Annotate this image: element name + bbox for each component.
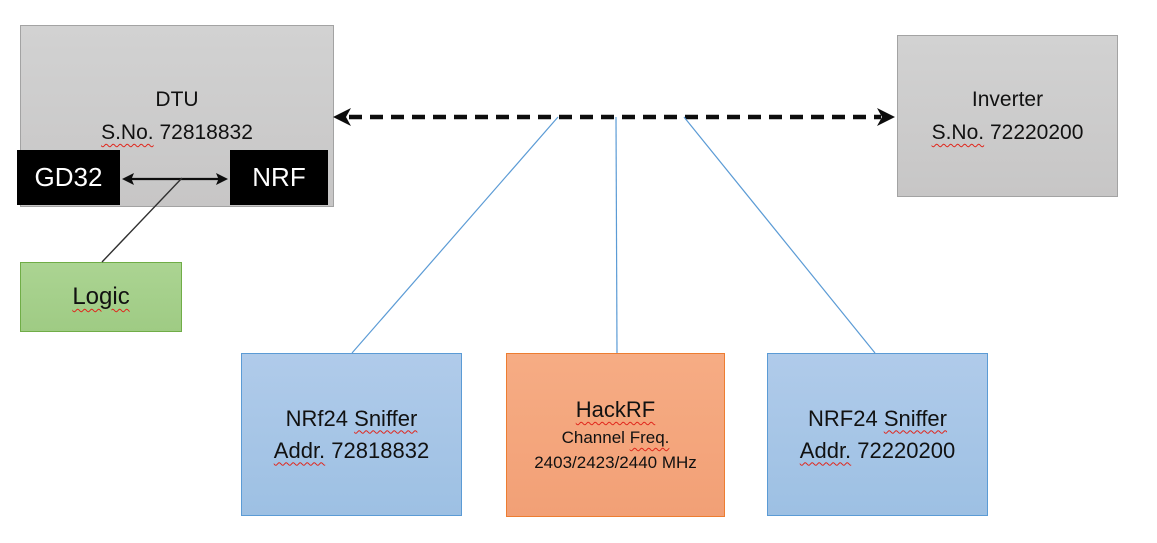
gd32-label: GD32 <box>34 162 103 192</box>
hackrf-channel-line: Channel Freq. <box>562 425 670 450</box>
dashed-arrowhead-left-icon <box>333 108 351 126</box>
hackrf-freq-word: Freq. <box>629 428 670 447</box>
sniffer-left-box: NRf24 Sniffer Addr. 72818832 <box>241 353 462 516</box>
hackrf-box: HackRF Channel Freq. 2403/2423/2440 MHz <box>506 353 725 517</box>
sniffer-left-addr: Addr. 72818832 <box>274 435 429 467</box>
sniffer-left-name-prefix: NRf24 <box>285 405 349 431</box>
gd32-box: GD32 <box>17 150 120 205</box>
dtu-serial-number: 72818832 <box>159 121 253 144</box>
sniffer-right-name-prefix: NRF24 <box>808 405 878 431</box>
dtu-serial-word: S.No. <box>101 121 154 144</box>
inverter-title: Inverter <box>971 88 1044 111</box>
sniffer-left-name: NRf24 Sniffer <box>286 403 418 435</box>
dtu-serial: S.No. 72818832 <box>101 116 253 149</box>
sniffer-right-box: NRF24 Sniffer Addr. 72220200 <box>767 353 988 516</box>
logic-box: Logic <box>20 262 182 332</box>
hackrf-title: HackRF <box>575 397 656 422</box>
dashed-arrowhead-right-icon <box>877 108 895 126</box>
sniffer-right-addr: Addr. 72220200 <box>800 435 955 467</box>
inverter-serial-number: 72220200 <box>989 121 1084 144</box>
hackrf-channel-word: Channel <box>561 428 625 447</box>
hackrf-link <box>615 116 618 354</box>
sniffer-left-name-word: Sniffer <box>354 405 418 431</box>
sniffer-left-addr-word: Addr. <box>273 437 326 463</box>
inverter-serial-word: S.No. <box>931 121 985 144</box>
inverter-box: Inverter S.No. 72220200 <box>897 35 1118 197</box>
dtu-title: DTU <box>155 88 199 111</box>
inverter-serial: S.No. 72220200 <box>932 116 1084 149</box>
sniffer-left-link <box>351 116 559 354</box>
nrf-box: NRF <box>230 150 328 205</box>
hackrf-freq-values: 2403/2423/2440 MHz <box>534 453 697 472</box>
logic-label: Logic <box>72 283 130 310</box>
sniffer-left-addr-number: 72818832 <box>331 437 430 463</box>
sniffer-right-addr-word: Addr. <box>799 437 852 463</box>
nrf-label: NRF <box>252 162 306 192</box>
sniffer-right-name: NRF24 Sniffer <box>808 403 947 435</box>
sniffer-right-link <box>683 116 876 354</box>
sniffer-right-addr-number: 72220200 <box>857 437 956 463</box>
sniffer-right-name-word: Sniffer <box>883 405 947 431</box>
